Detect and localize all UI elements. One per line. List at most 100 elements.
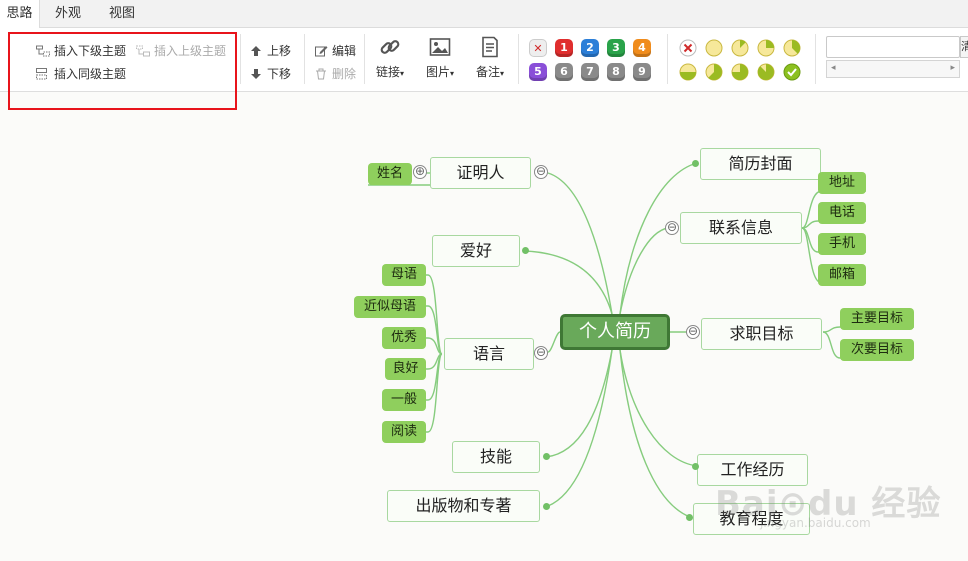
insert-parent-label: 插入上级主题 bbox=[154, 44, 227, 58]
toolbar-divider bbox=[364, 34, 365, 84]
chevron-down-icon: ▾ bbox=[450, 69, 455, 78]
leaf-name[interactable]: 姓名 bbox=[368, 163, 412, 185]
progress-5-icon[interactable] bbox=[705, 63, 723, 81]
link-label: 链接 bbox=[375, 65, 400, 79]
insert-child-button[interactable]: 插入下级主题 bbox=[36, 42, 126, 59]
image-button[interactable]: 图片▾ bbox=[420, 36, 460, 86]
insert-sibling-icon bbox=[36, 67, 50, 80]
side-panel-button[interactable]: 清 bbox=[960, 36, 968, 58]
watermark-url: jingyan.baidu.com bbox=[760, 516, 871, 530]
progress-2-icon[interactable] bbox=[757, 39, 775, 57]
toolbar-divider bbox=[667, 34, 668, 84]
collapse-toggle[interactable]: ⊖ bbox=[534, 164, 548, 179]
progress-done-icon[interactable] bbox=[783, 63, 801, 81]
toolbar: 插入下级主题 插入上级主题 插入同级主题 上移 下移 编辑 bbox=[0, 28, 968, 92]
toolbar-divider bbox=[518, 34, 519, 84]
progress-7-icon[interactable] bbox=[757, 63, 775, 81]
insert-parent-button[interactable]: 插入上级主题 bbox=[136, 42, 226, 59]
connector-dot bbox=[692, 463, 699, 470]
image-label: 图片 bbox=[425, 65, 450, 79]
leaf-secondary-goal[interactable]: 次要目标 bbox=[840, 339, 914, 361]
mindmap-canvas[interactable]: 个人简历 简历封面 联系信息 ⊖ 地址 电话 手机 邮箱 求职目标 ⊖ 主要目标… bbox=[0, 93, 968, 561]
leaf-address[interactable]: 地址 bbox=[818, 172, 866, 194]
arrow-down-icon bbox=[249, 68, 263, 80]
leaf-mobile[interactable]: 手机 bbox=[818, 233, 866, 255]
toolbar-divider bbox=[240, 34, 241, 84]
chevron-down-icon: ▾ bbox=[500, 69, 505, 78]
move-down-button[interactable]: 下移 bbox=[249, 65, 291, 82]
insert-sibling-button[interactable]: 插入同级主题 bbox=[36, 65, 126, 82]
toolbar-divider bbox=[815, 34, 816, 84]
scroll-left-icon[interactable]: ◂ bbox=[831, 63, 836, 73]
insert-child-label: 插入下级主题 bbox=[54, 44, 127, 58]
menu-tabbar: 思路 外观 视图 bbox=[0, 0, 968, 29]
collapse-toggle[interactable]: ⊖ bbox=[534, 345, 548, 360]
priority-1-icon[interactable]: 1 bbox=[555, 39, 573, 57]
move-up-button[interactable]: 上移 bbox=[249, 42, 291, 59]
edit-icon bbox=[314, 45, 328, 57]
collapse-toggle[interactable]: ⊖ bbox=[665, 220, 679, 235]
root-topic[interactable]: 个人简历 bbox=[560, 314, 670, 350]
priority-7-icon[interactable]: 7 bbox=[581, 63, 599, 81]
tab-thinking[interactable]: 思路 bbox=[0, 0, 40, 29]
progress-0-icon[interactable] bbox=[705, 39, 723, 57]
connector-dot bbox=[522, 247, 529, 254]
topic-skills[interactable]: 技能 bbox=[452, 441, 540, 473]
priority-clear-icon[interactable]: ✕ bbox=[529, 39, 547, 57]
progress-3-icon[interactable] bbox=[783, 39, 801, 57]
progress-6-icon[interactable] bbox=[731, 63, 749, 81]
topic-references[interactable]: 证明人 bbox=[430, 157, 531, 189]
note-icon bbox=[482, 36, 498, 58]
mindmap-links bbox=[354, 162, 914, 518]
note-label: 备注 bbox=[475, 65, 500, 79]
insert-parent-icon bbox=[136, 45, 150, 57]
leaf-good[interactable]: 良好 bbox=[385, 358, 426, 380]
topic-work-experience[interactable]: 工作经历 bbox=[697, 454, 808, 486]
topic-career-goal[interactable]: 求职目标 bbox=[701, 318, 822, 350]
leaf-email[interactable]: 邮箱 bbox=[818, 264, 866, 286]
leaf-native[interactable]: 母语 bbox=[382, 264, 426, 286]
priority-2-icon[interactable]: 2 bbox=[581, 39, 599, 57]
priority-6-icon[interactable]: 6 bbox=[555, 63, 573, 81]
delete-button[interactable]: 删除 bbox=[314, 65, 356, 82]
progress-1-icon[interactable] bbox=[731, 39, 749, 57]
scroll-right-icon[interactable]: ▸ bbox=[950, 63, 955, 73]
priority-8-icon[interactable]: 8 bbox=[607, 63, 625, 81]
move-up-label: 上移 bbox=[267, 44, 292, 58]
chevron-down-icon: ▾ bbox=[400, 69, 405, 78]
tab-view[interactable]: 视图 bbox=[108, 6, 135, 21]
topic-publications[interactable]: 出版物和专著 bbox=[387, 490, 540, 522]
insert-child-icon bbox=[36, 45, 50, 57]
leaf-primary-goal[interactable]: 主要目标 bbox=[840, 308, 914, 330]
topic-education[interactable]: 教育程度 bbox=[693, 503, 810, 535]
tab-appearance[interactable]: 外观 bbox=[54, 6, 81, 21]
expand-toggle[interactable]: ⊕ bbox=[413, 164, 427, 179]
topic-languages[interactable]: 语言 bbox=[444, 338, 534, 370]
leaf-reading[interactable]: 阅读 bbox=[382, 421, 426, 443]
topic-contact-info[interactable]: 联系信息 bbox=[680, 212, 802, 244]
link-button[interactable]: 链接▾ bbox=[370, 36, 410, 86]
topic-resume-cover[interactable]: 简历封面 bbox=[700, 148, 821, 180]
horizontal-scrollbar[interactable]: ◂ ▸ bbox=[826, 60, 960, 78]
leaf-phone[interactable]: 电话 bbox=[818, 202, 866, 224]
priority-5-icon[interactable]: 5 bbox=[529, 63, 547, 81]
edit-label: 编辑 bbox=[332, 44, 357, 58]
insert-sibling-label: 插入同级主题 bbox=[54, 67, 127, 81]
leaf-average[interactable]: 一般 bbox=[382, 389, 426, 411]
connector-dot bbox=[543, 453, 550, 460]
move-down-label: 下移 bbox=[267, 67, 292, 81]
leaf-near-native[interactable]: 近似母语 bbox=[354, 296, 426, 318]
search-input[interactable] bbox=[826, 36, 960, 58]
progress-4-icon[interactable] bbox=[679, 63, 697, 81]
leaf-excellent[interactable]: 优秀 bbox=[382, 327, 426, 349]
edit-button[interactable]: 编辑 bbox=[314, 42, 356, 59]
progress-clear-icon[interactable] bbox=[679, 39, 697, 57]
connector-dot bbox=[692, 160, 699, 167]
collapse-toggle[interactable]: ⊖ bbox=[686, 324, 700, 339]
arrow-up-icon bbox=[249, 45, 263, 57]
priority-3-icon[interactable]: 3 bbox=[607, 39, 625, 57]
topic-hobbies[interactable]: 爱好 bbox=[432, 235, 520, 267]
note-button[interactable]: 备注▾ bbox=[470, 36, 510, 86]
priority-4-icon[interactable]: 4 bbox=[633, 39, 651, 57]
priority-9-icon[interactable]: 9 bbox=[633, 63, 651, 81]
